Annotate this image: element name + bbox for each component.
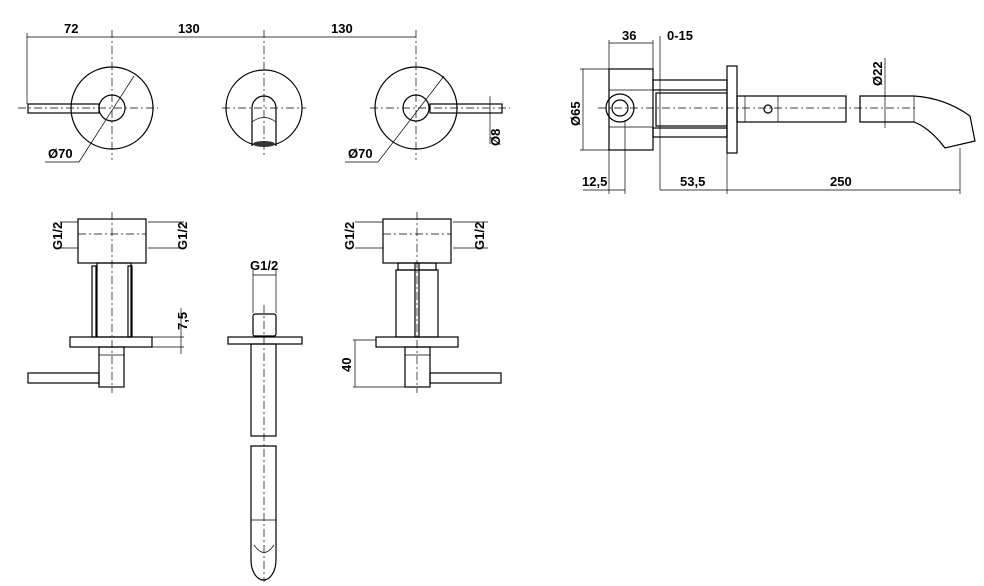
spout-front bbox=[222, 69, 306, 147]
right-valve-bottom: G1/2 G1/2 40 bbox=[339, 212, 502, 393]
right-handle-front: Ø70 Ø8 bbox=[345, 66, 510, 163]
dim-130-b: 130 bbox=[331, 21, 353, 36]
side-view: 36 0-15 Ø65 12,5 53,5 250 Ø22 bbox=[568, 28, 976, 194]
dim-53-5: 53,5 bbox=[680, 174, 705, 189]
dim-130-a: 130 bbox=[178, 21, 200, 36]
dim-72: 72 bbox=[64, 21, 78, 36]
left-handle-front: Ø70 bbox=[18, 66, 158, 163]
dim-40: 40 bbox=[339, 358, 354, 372]
dim-12-5: 12,5 bbox=[582, 174, 607, 189]
dia-8: Ø8 bbox=[488, 129, 503, 146]
thread-g12-right-a: G1/2 bbox=[342, 222, 357, 250]
dia-70-left: Ø70 bbox=[48, 146, 73, 161]
thread-g12-left-a: G1/2 bbox=[50, 222, 65, 250]
dim-7-5: 7,5 bbox=[175, 312, 190, 330]
dia-65: Ø65 bbox=[568, 101, 583, 126]
thread-g12-right-b: G1/2 bbox=[472, 222, 487, 250]
thread-g12-left-b: G1/2 bbox=[175, 222, 190, 250]
dia-22: Ø22 bbox=[870, 61, 885, 86]
spout-bottom: G1/2 bbox=[227, 258, 303, 582]
thread-g12-spout: G1/2 bbox=[250, 258, 278, 273]
dia-70-right: Ø70 bbox=[348, 146, 373, 161]
front-view: 72 130 130 Ø70 Ø70 Ø bbox=[18, 21, 510, 163]
left-valve-bottom: G1/2 G1/2 7,5 bbox=[27, 212, 190, 393]
dim-250: 250 bbox=[830, 174, 852, 189]
dim-0-15: 0-15 bbox=[667, 28, 693, 43]
dim-36: 36 bbox=[622, 28, 636, 43]
